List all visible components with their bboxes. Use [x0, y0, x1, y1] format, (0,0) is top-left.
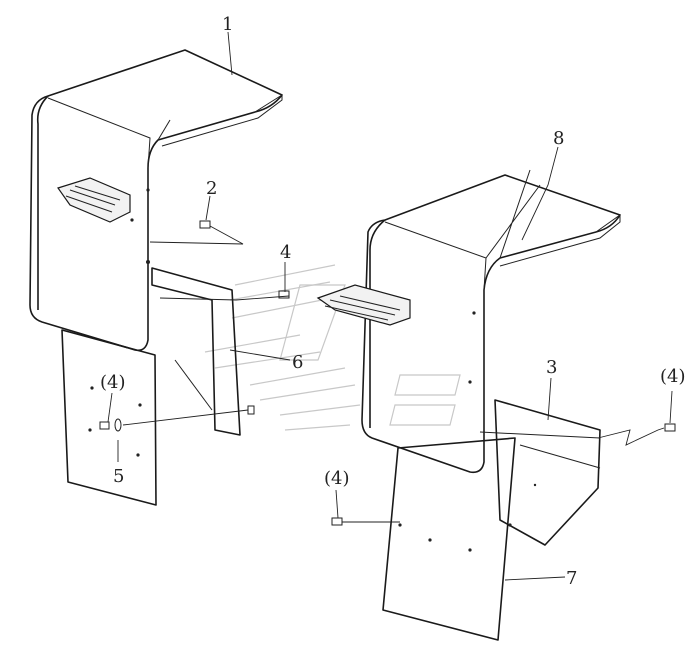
left-fender — [29, 49, 283, 506]
washer-5 — [114, 418, 122, 432]
bolt-4-bottom — [331, 517, 343, 526]
callout-4: 4 — [280, 242, 291, 263]
callout-3: 3 — [546, 357, 557, 378]
fasteners — [99, 220, 676, 526]
callout-4-bottom: (4) — [324, 468, 350, 489]
callout-7: 7 — [566, 568, 577, 589]
callout-2: 2 — [206, 178, 217, 199]
bolt-4-right — [664, 423, 676, 432]
ghost-outlines — [204, 264, 461, 431]
callout-6: 6 — [292, 352, 303, 373]
right-step-plate — [316, 284, 411, 326]
right-fender — [316, 169, 621, 641]
left-bracket — [151, 267, 241, 436]
right-mud-flap — [382, 437, 516, 641]
callout-labels: 1 2 4 8 6 3 (4) (4) 5 (4) 7 — [100, 14, 686, 589]
nut-6 — [247, 405, 255, 415]
callout-4-left: (4) — [100, 372, 126, 393]
bolt-2 — [199, 220, 211, 229]
callout-8: 8 — [553, 128, 564, 149]
bolt-4-center — [278, 290, 290, 299]
callout-4-right: (4) — [660, 366, 686, 387]
left-step-plate — [57, 177, 131, 223]
leader-lines — [107, 31, 673, 581]
callout-5: 5 — [113, 466, 124, 487]
right-bracket — [494, 399, 601, 546]
bolt-4-left — [99, 421, 110, 430]
callout-1: 1 — [222, 14, 233, 35]
left-mud-flap — [61, 329, 157, 506]
